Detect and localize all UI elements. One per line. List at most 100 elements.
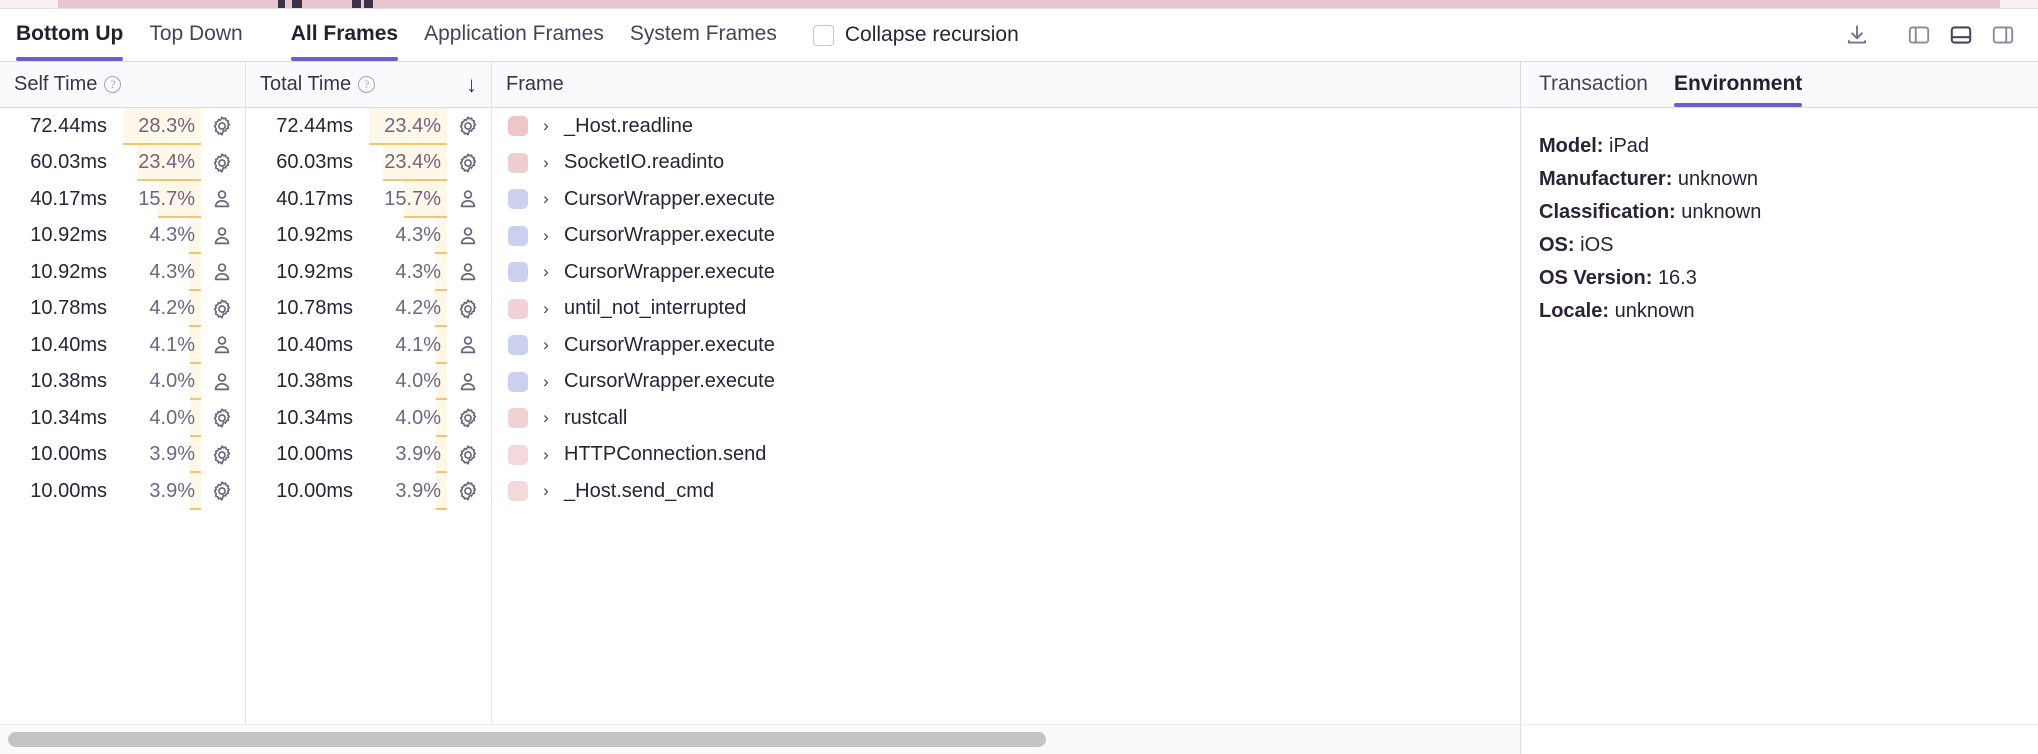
gear-icon[interactable] [205,114,239,138]
frame-row[interactable]: ›SocketIO.readinto [492,145,1520,182]
frame-row[interactable]: ›CursorWrapper.execute [492,181,1520,218]
frame-row[interactable]: ›_Host.send_cmd [492,473,1520,510]
frame-row[interactable]: ›CursorWrapper.execute [492,364,1520,401]
percent-bar [190,363,201,400]
horizontal-scrollbar-track[interactable] [0,725,1520,754]
gear-icon[interactable] [451,114,485,138]
gear-icon[interactable] [205,297,239,321]
person-icon[interactable] [205,187,239,211]
frame-row[interactable]: ›HTTPConnection.send [492,437,1520,474]
layout-left-panel-icon[interactable] [1902,18,1936,52]
chevron-right-icon[interactable]: › [543,262,549,282]
chevron-right-icon[interactable]: › [543,408,549,428]
frame-row[interactable]: ›_Host.readline [492,108,1520,145]
percent-value: 4.1% [395,333,441,356]
column-header-frame[interactable]: Frame [492,62,1520,107]
chevron-right-icon[interactable]: › [543,189,549,209]
gear-icon[interactable] [205,151,239,175]
tab-system-frames[interactable]: System Frames [629,22,777,45]
percent-bar [436,363,447,400]
gear-icon[interactable] [205,406,239,430]
tab-top-down[interactable]: Top Down [149,22,243,45]
chevron-right-icon[interactable]: › [543,152,549,172]
help-icon[interactable]: ? [358,76,376,93]
gear-icon[interactable] [451,297,485,321]
frame-row[interactable]: ›CursorWrapper.execute [492,327,1520,364]
gear-icon[interactable] [205,479,239,503]
percent-cell: 3.9% [369,473,447,510]
column-header-self-time[interactable]: Self Time ? [0,62,246,107]
chevron-right-icon[interactable]: › [543,481,549,501]
percent-cell: 3.9% [123,473,201,510]
person-icon[interactable] [451,224,485,248]
layout-right-panel-icon[interactable] [1986,18,2020,52]
gear-icon[interactable] [451,151,485,175]
frame-row[interactable]: ›until_not_interrupted [492,291,1520,328]
frame-row[interactable]: ›CursorWrapper.execute [492,218,1520,255]
person-icon[interactable] [451,370,485,394]
person-icon[interactable] [205,260,239,284]
help-icon[interactable]: ? [104,76,122,93]
collapse-recursion-toggle[interactable]: Collapse recursion [812,23,1019,47]
chevron-right-icon[interactable]: › [543,298,549,318]
table-header-row: Self Time ? Total Time ? ↓ Frame [0,62,1520,108]
tab-environment[interactable]: Environment [1673,72,1803,107]
gear-icon[interactable] [451,479,485,503]
collapse-recursion-checkbox[interactable] [812,24,834,46]
flamegraph-minimap[interactable] [0,0,2038,9]
person-icon[interactable] [451,333,485,357]
percent-bar [123,108,201,145]
frame-row[interactable]: ›CursorWrapper.execute [492,254,1520,291]
sort-descending-icon[interactable]: ↓ [466,71,477,97]
chevron-right-icon[interactable]: › [543,335,549,355]
percent-value: 3.9% [395,443,441,466]
column-header-total-time[interactable]: Total Time ? ↓ [246,62,492,107]
toolbar: Bottom Up Top Down All Frames Applicatio… [0,9,2038,61]
download-icon[interactable] [1840,18,1874,52]
horizontal-scrollbar-thumb[interactable] [8,732,1046,747]
frame-color-swatch [508,371,528,392]
frame-row[interactable]: ›rustcall [492,400,1520,437]
person-icon[interactable] [451,187,485,211]
person-icon[interactable] [205,224,239,248]
chevron-right-icon[interactable]: › [543,116,549,136]
person-icon[interactable] [205,333,239,357]
gear-icon[interactable] [205,443,239,467]
person-icon[interactable] [451,260,485,284]
percent-cell: 15.7% [369,181,447,218]
gear-icon[interactable] [451,443,485,467]
chevron-right-icon[interactable]: › [543,444,549,464]
tab-bottom-up[interactable]: Bottom Up [16,9,124,61]
tab-all-frames[interactable]: All Frames [290,9,399,61]
tab-application-frames[interactable]: Application Frames [424,22,604,45]
person-icon[interactable] [205,370,239,394]
chevron-right-icon[interactable]: › [543,225,549,245]
layout-bottom-panel-icon[interactable] [1944,18,1978,52]
tab-transaction[interactable]: Transaction [1539,72,1648,95]
chevron-right-icon[interactable]: › [543,371,549,391]
gear-icon[interactable] [451,406,485,430]
